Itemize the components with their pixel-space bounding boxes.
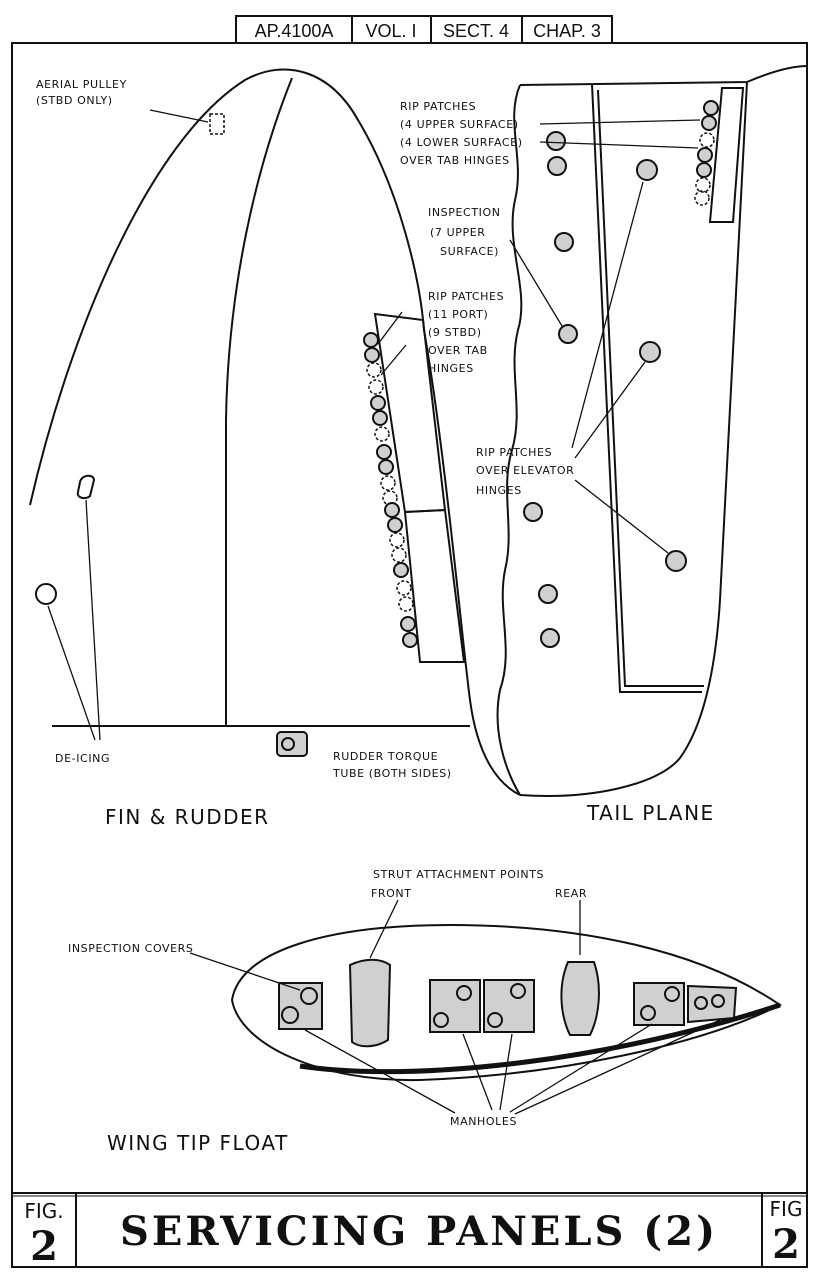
leader-inspection-covers xyxy=(189,952,301,991)
page-frame xyxy=(11,42,808,1268)
fin-rudder-title: FIN & RUDDER xyxy=(105,805,270,829)
label-strut-front: FRONT xyxy=(371,887,412,900)
rudder-tab-lower xyxy=(403,508,466,663)
tail-plane-trailing-edge xyxy=(519,81,748,797)
strut-attachment-front xyxy=(348,958,392,1048)
leader-elevator-rip-3 xyxy=(574,479,669,554)
label-tail-rip-2: (4 UPPER SURFACE) xyxy=(400,118,519,131)
header-vol: VOL. I xyxy=(365,21,416,41)
fin-rudder-drawing xyxy=(29,68,521,796)
label-fin-rip-5: HINGES xyxy=(428,362,474,375)
page-title: SERVICING PANELS (2) xyxy=(120,1208,718,1255)
aerial-pulley-icon xyxy=(209,113,225,135)
label-tail-rip-4: OVER TAB HINGES xyxy=(400,154,510,167)
leader-elevator-rip-1 xyxy=(571,181,644,449)
label-strut-rear: REAR xyxy=(555,887,587,900)
label-strut-attachment: STRUT ATTACHMENT POINTS xyxy=(373,868,544,881)
fig-left-number: 2 xyxy=(30,1223,58,1270)
leader-tail-inspection xyxy=(509,239,563,327)
leader-fin-rip-2 xyxy=(380,344,407,376)
elevator-outline-inner xyxy=(597,89,704,687)
label-aerial-pulley-1: AERIAL PULLEY xyxy=(36,78,127,91)
de-icing-boot-upper xyxy=(76,474,96,500)
de-icing-boot-lower xyxy=(35,583,57,605)
tail-plane-title: TAIL PLANE xyxy=(586,801,715,825)
header-chap: CHAP. 3 xyxy=(533,21,601,41)
wing-tip-float-drawing xyxy=(189,899,782,1115)
leader-aerial-pulley xyxy=(149,109,209,123)
label-elevator-rip-1: RIP PATCHES xyxy=(476,446,552,459)
label-tail-inspection-2: (7 UPPER xyxy=(430,226,486,239)
footer-title-block: FIG. 2 SERVICING PANELS (2) FIG 2 xyxy=(12,1192,807,1270)
manhole-2 xyxy=(483,979,535,1033)
label-fin-rip-4: OVER TAB xyxy=(428,344,488,357)
tail-inspection-panels xyxy=(523,131,578,648)
fig-left-label: FIG. xyxy=(24,1199,63,1223)
fin-inner-outline xyxy=(225,77,293,725)
leader-manhole-3 xyxy=(499,1033,513,1111)
header-ref: AP.4100A xyxy=(255,21,334,41)
leader-manhole-1 xyxy=(304,1029,456,1114)
float-title: WING TIP FLOAT xyxy=(107,1131,289,1155)
label-inspection-covers: INSPECTION COVERS xyxy=(68,942,194,955)
label-fin-rip-1: RIP PATCHES xyxy=(428,290,504,303)
tail-plane-drawing xyxy=(496,65,809,797)
fin-leading-edge xyxy=(29,68,425,506)
fig-right-label: FIG xyxy=(770,1197,803,1221)
label-manholes: MANHOLES xyxy=(450,1115,517,1128)
strut-attachment-rear xyxy=(560,961,600,1036)
label-tail-inspection-3: SURFACE) xyxy=(440,245,499,258)
label-rudder-torque-1: RUDDER TORQUE xyxy=(333,750,438,763)
label-fin-rip-2: (11 PORT) xyxy=(428,308,488,321)
header-reference: AP.4100A VOL. I SECT. 4 CHAP. 3 xyxy=(235,15,613,44)
float-keel xyxy=(299,1002,781,1075)
leader-tail-rip-upper xyxy=(539,119,701,125)
leader-manhole-4 xyxy=(509,1023,653,1113)
label-fin-rip-3: (9 STBD) xyxy=(428,326,482,339)
label-elevator-rip-2: OVER ELEVATOR xyxy=(476,464,574,477)
elevator-tab xyxy=(708,87,745,223)
elevator-outline-outer xyxy=(591,83,702,693)
elevator-hinge-rip-patches xyxy=(636,159,687,572)
leader-fin-rip-1 xyxy=(377,311,403,345)
label-tail-rip-1: RIP PATCHES xyxy=(400,100,476,113)
label-tail-inspection-1: INSPECTION xyxy=(428,206,501,219)
rudder-trailing-edge xyxy=(423,329,521,796)
header-sect: SECT. 4 xyxy=(443,21,509,41)
leader-de-icing-2 xyxy=(47,605,96,741)
torque-tube-hole xyxy=(281,737,295,751)
tail-plane-top-edge xyxy=(519,65,809,86)
leader-strut-front xyxy=(369,899,399,959)
tail-plane-cut-edge xyxy=(496,84,523,796)
label-aerial-pulley-2: (STBD ONLY) xyxy=(36,94,113,107)
leader-de-icing-1 xyxy=(85,499,101,741)
leader-elevator-rip-2 xyxy=(574,361,646,459)
fig-right-number: 2 xyxy=(772,1221,800,1268)
tail-tab-rip-patches xyxy=(694,100,719,206)
leader-tail-rip-lower xyxy=(539,141,699,149)
label-rudder-torque-2: TUBE (BOTH SIDES) xyxy=(332,767,452,780)
label-elevator-rip-3: HINGES xyxy=(476,484,522,497)
leader-manhole-2 xyxy=(462,1033,493,1111)
label-de-icing: DE-ICING xyxy=(55,752,110,765)
label-tail-rip-3: (4 LOWER SURFACE) xyxy=(400,136,523,149)
manhole-1 xyxy=(429,979,481,1033)
leader-manhole-5 xyxy=(514,1019,721,1115)
fin-rip-patch-circles xyxy=(363,332,418,648)
